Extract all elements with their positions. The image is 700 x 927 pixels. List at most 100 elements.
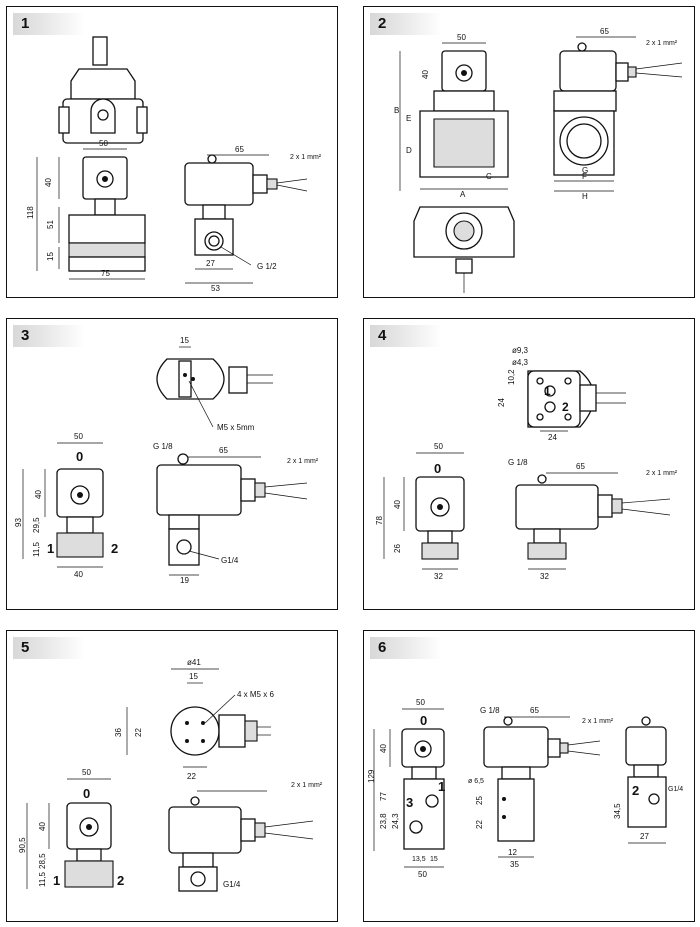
dim-50: 50 [416,698,425,707]
dim-15: 15 [430,856,438,863]
screws-spec: 4 x M5 x 6 [237,690,274,699]
dim-40: 40 [379,744,388,753]
dim-93: 93 [14,518,23,527]
thread-label: G 1/2 [257,262,277,271]
valve-drawing-2: 50 40 B E D A C 65 2 x 1 mm² G F H [394,27,683,293]
valve-drawing-5: ø41 15 36 22 22 4 x M5 x 6 50 0 40 90,5 … [18,658,323,892]
port-2-label: 2 [632,783,639,798]
valve-side-view [184,154,308,256]
dim-22: 22 [134,728,143,737]
dim-27: 27 [206,259,215,268]
dim-26: 26 [393,544,402,553]
g18-label: G 1/8 [153,442,173,451]
dim-E: E [406,114,411,123]
dim-11-5: 11,5 [32,541,41,557]
dim-22b: 22 [187,772,196,781]
port-1-label: 1 [53,873,60,888]
dim-24b: 24 [548,433,557,442]
dim-40: 40 [421,70,430,79]
dim-H: H [582,192,588,201]
dim-50: 50 [82,768,91,777]
port-2-label: 2 [117,873,124,888]
dim-40: 40 [393,500,402,509]
dim-50b: 50 [418,870,427,879]
dim-12: 12 [508,848,517,857]
port-0-label: 0 [83,786,90,801]
dim-24: 24 [497,398,506,407]
dim-34-5: 34,5 [613,803,622,819]
cable-spec: 2 x 1 mm² [646,470,678,477]
port-0-label: 0 [76,449,83,464]
cable-spec: 2 x 1 mm² [582,718,614,725]
dim-118: 118 [26,206,35,219]
dim-77: 77 [379,792,388,801]
p1-label: 1 [544,384,551,398]
panel-number: 1 [13,13,85,35]
valve-side-view [156,453,308,566]
dim-10-2: 10,2 [507,369,516,385]
port-0-label: 0 [434,461,441,476]
panel-3: 3 15 M5 x 5mm 50 0 40 93 29,5 11,5 [6,318,338,610]
valve-drawing-4: ø9,3 ø4,3 10,2 24 1 2 24 50 0 40 78 26 3… [375,346,678,581]
panel-2: 2 50 40 B E D A C [363,6,695,298]
dim-27: 27 [640,832,649,841]
dim-75: 75 [101,269,110,278]
panel-5: 5 ø41 15 36 22 22 4 x M5 x 6 [6,630,338,922]
dim-50: 50 [99,139,108,148]
dim-36: 36 [114,728,123,737]
dim-15: 15 [189,672,198,681]
panel-number: 2 [370,13,442,35]
dim-65: 65 [530,706,539,715]
g14-label: G1/4 [223,880,241,889]
valve-side-view [553,42,683,176]
dim-32b: 32 [540,572,549,581]
valve-front-view [415,476,465,560]
panel-number: 6 [370,637,442,659]
dim-65: 65 [219,446,228,455]
dim-29-5: 29,5 [32,517,41,533]
dim-129: 129 [367,769,376,783]
dim-19: 19 [180,576,189,585]
dim-F: F [582,172,587,181]
valve-side-view [483,716,601,842]
panel-4: 4 ø9,3 ø4,3 10,2 24 1 2 24 [363,318,695,610]
dim-32: 32 [434,572,443,581]
dim-40b: 40 [74,570,83,579]
dim-50: 50 [74,432,83,441]
port-0-label: 0 [420,713,427,728]
dim-11-5: 11,5 [38,871,47,887]
dim-51: 51 [46,220,55,229]
dim-25: 25 [475,796,484,805]
dim-B: B [394,106,399,115]
dim-50: 50 [457,33,466,42]
dim-A: A [460,190,466,199]
dim-15: 15 [46,252,55,261]
dim-65: 65 [600,27,609,36]
valve-front-view [64,802,114,888]
valve-drawing-6: 50 0 40 129 77 23,8 24,3 1 3 13,5 15 50 … [367,698,683,879]
dim-90-5: 90,5 [18,837,27,853]
p2-label: 2 [562,400,569,414]
dim-15: 15 [180,336,189,345]
dim-78: 78 [375,516,384,525]
g14-label: G1/4 [668,786,683,793]
panel-6: 6 50 0 40 129 77 23,8 24,3 1 3 13,5 15 5… [363,630,695,922]
valve-side-view [515,474,671,560]
dim-65: 65 [576,462,585,471]
valve-front-view [419,50,509,178]
cable-spec: 2 x 1 mm² [646,40,678,47]
panel-number: 5 [13,637,85,659]
dim-65: 65 [235,145,244,154]
g14-label: G1/4 [221,556,239,565]
valve-drawing-3: 15 M5 x 5mm 50 0 40 93 29,5 11,5 1 2 40 [14,336,319,585]
port-2-label: 2 [111,541,118,556]
valve-drawing-1: 50 40 118 51 15 75 65 2 x 1 mm² 27 53 [26,36,322,293]
valve-rear-view [625,716,667,828]
panel-1: 1 50 40 118 51 15 [6,6,338,298]
valve-top-view [58,36,148,144]
phi-9-3: ø9,3 [512,346,529,355]
phi-41: ø41 [187,658,201,667]
dim-50: 50 [434,442,443,451]
dim-53: 53 [211,284,220,293]
valve-front-view [56,468,104,558]
